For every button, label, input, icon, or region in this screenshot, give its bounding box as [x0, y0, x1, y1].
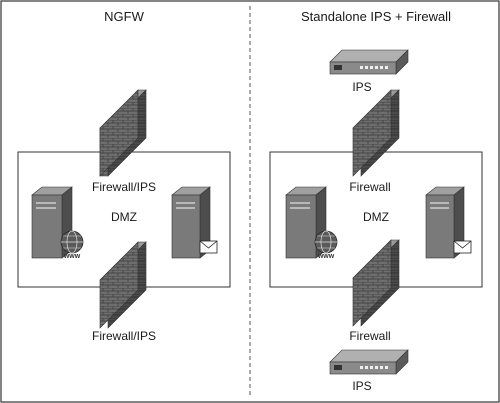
svg-text:www: www [63, 253, 81, 260]
firewall-wall-icon [352, 89, 400, 177]
top-wall-label: Firewall/IPS [92, 180, 156, 194]
left-panel: NGFW DMZ Firewall/IPS www [17, 9, 231, 343]
firewall-wall-icon [352, 239, 400, 327]
bottom-wall-label: Firewall [349, 329, 390, 343]
svg-text:www: www [317, 253, 335, 260]
dmz-label: DMZ [111, 210, 137, 224]
bottom-ips-label: IPS [352, 379, 371, 393]
firewall-wall-icon [99, 241, 147, 329]
top-wall-label: Firewall [349, 180, 390, 194]
mail-server-icon [425, 186, 465, 259]
ips-appliance-icon [329, 49, 409, 75]
web-server-icon [31, 186, 73, 259]
firewall-wall-icon [99, 89, 147, 177]
www-globe-icon: www [314, 230, 338, 260]
www-globe-icon: www [60, 230, 84, 260]
left-panel-title: NGFW [104, 9, 144, 24]
envelope-icon [199, 240, 218, 254]
top-ips-label: IPS [352, 80, 371, 94]
right-panel-title: Standalone IPS + Firewall [301, 9, 451, 24]
envelope-icon [453, 240, 472, 254]
bottom-wall-label: Firewall/IPS [92, 329, 156, 343]
mail-server-icon [171, 186, 211, 259]
ips-appliance-icon [329, 349, 409, 375]
right-panel: Standalone IPS + Firewall IPS DMZ Firewa… [269, 9, 483, 393]
dmz-label: DMZ [363, 210, 389, 224]
